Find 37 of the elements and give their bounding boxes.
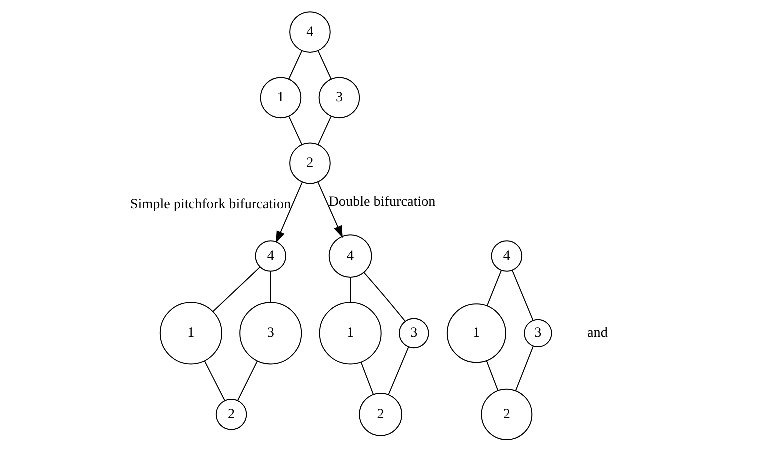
- node-circle: 4: [328, 234, 372, 278]
- node-circle: 2: [290, 142, 331, 184]
- node-circle: 3: [399, 318, 430, 349]
- node-circle: 3: [524, 319, 552, 348]
- connector: [350, 278, 352, 303]
- node-circle: 1: [160, 302, 222, 365]
- connector: [318, 50, 332, 80]
- connector: [388, 346, 410, 395]
- connector: [238, 361, 258, 401]
- connector: [512, 270, 534, 321]
- node-circle: 3: [318, 77, 360, 119]
- connector: [364, 272, 406, 322]
- connector: [288, 50, 303, 80]
- edge-label: Simple pitchfork bifurcation: [130, 196, 292, 213]
- node-circle: 1: [260, 77, 302, 119]
- node-circle: 2: [359, 392, 403, 436]
- label: and: [588, 325, 608, 342]
- connector: [486, 270, 502, 306]
- node-circle: 1: [446, 304, 506, 364]
- node-circle: 1: [319, 302, 382, 365]
- node-circle: 4: [491, 240, 523, 272]
- node-circle: 3: [240, 302, 302, 365]
- edge-label: Double bifurcation: [328, 194, 436, 210]
- node-circle: 4: [290, 12, 331, 53]
- node-circle: 4: [255, 240, 287, 272]
- connector: [212, 267, 260, 312]
- connector: [318, 116, 332, 146]
- connector: [515, 346, 534, 392]
- node-circle: 2: [216, 399, 248, 430]
- node-circle: 2: [481, 388, 533, 440]
- arrow: [318, 182, 343, 238]
- connector: [270, 271, 272, 302]
- connector: [360, 362, 374, 394]
- arrow: [276, 182, 303, 244]
- connector: [204, 361, 226, 401]
- connector: [486, 361, 499, 391]
- connector: [288, 116, 303, 146]
